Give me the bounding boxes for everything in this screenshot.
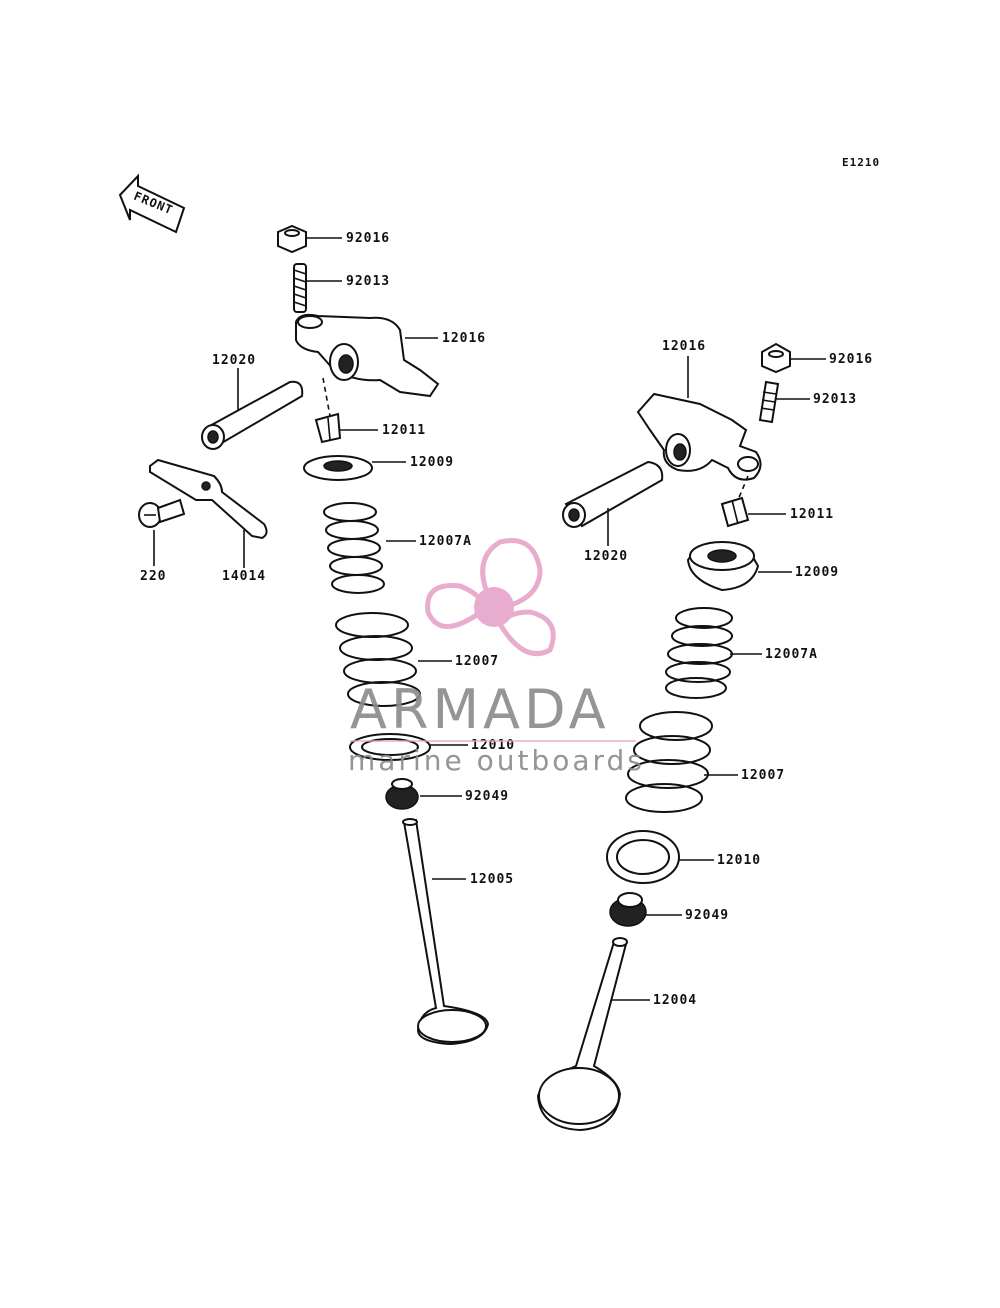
label-left-12016: 12016 bbox=[442, 331, 486, 346]
left-stud-92013 bbox=[293, 263, 307, 313]
label-right-12009: 12009 bbox=[795, 565, 839, 580]
label-left-12005: 12005 bbox=[470, 872, 514, 887]
label-left-92013: 92013 bbox=[346, 274, 390, 289]
watermark-tagline: marine outboards bbox=[348, 744, 645, 777]
left-valve-12005 bbox=[402, 818, 490, 1046]
front-arrow-icon: FRONT bbox=[118, 173, 186, 234]
label-14014: 14014 bbox=[222, 569, 266, 584]
label-right-12007: 12007 bbox=[741, 768, 785, 783]
armada-watermark: ARMADA marine outboards bbox=[348, 538, 645, 777]
label-left-12009: 12009 bbox=[410, 455, 454, 470]
label-left-12020: 12020 bbox=[212, 353, 256, 368]
left-bolt-220 bbox=[138, 498, 186, 528]
label-left-12007: 12007 bbox=[455, 654, 499, 669]
label-220: 220 bbox=[140, 569, 166, 584]
left-bracket-14014 bbox=[149, 458, 268, 540]
right-retainer-12009 bbox=[686, 541, 760, 592]
label-right-12004: 12004 bbox=[653, 993, 697, 1008]
label-left-12011: 12011 bbox=[382, 423, 426, 438]
watermark-brand: ARMADA bbox=[350, 678, 610, 741]
label-right-12011: 12011 bbox=[790, 507, 834, 522]
right-shaft-12020 bbox=[562, 460, 664, 528]
left-nut-92016 bbox=[277, 224, 307, 254]
left-inner-spring-12007A bbox=[323, 502, 385, 594]
left-shaft-12020 bbox=[201, 380, 304, 450]
right-valve-12004 bbox=[536, 937, 628, 1132]
label-right-12020: 12020 bbox=[584, 549, 628, 564]
label-right-12016: 12016 bbox=[662, 339, 706, 354]
propeller-logo-icon bbox=[425, 538, 556, 657]
right-outer-spring-12007 bbox=[625, 711, 713, 813]
right-inner-spring-12007A bbox=[665, 607, 733, 699]
label-right-92049: 92049 bbox=[685, 908, 729, 923]
right-keeper-12011 bbox=[720, 496, 750, 528]
right-stem-seal-92049 bbox=[609, 892, 647, 927]
right-nut-92016 bbox=[761, 342, 791, 374]
diagram-code: E1210 bbox=[842, 156, 880, 169]
label-right-12007A: 12007A bbox=[765, 647, 818, 662]
left-stem-seal-92049 bbox=[385, 778, 419, 810]
label-right-92016: 92016 bbox=[829, 352, 873, 367]
label-right-92013: 92013 bbox=[813, 392, 857, 407]
right-stud-92013 bbox=[758, 380, 780, 424]
right-seat-12010 bbox=[606, 830, 680, 884]
left-rocker-arm-12016 bbox=[295, 313, 440, 398]
label-left-92016: 92016 bbox=[346, 231, 390, 246]
left-retainer-12009 bbox=[303, 455, 373, 481]
right-rocker-arm-12016 bbox=[636, 392, 762, 481]
left-keeper-12011 bbox=[314, 412, 342, 444]
label-left-12007A: 12007A bbox=[419, 534, 472, 549]
label-right-12010: 12010 bbox=[717, 853, 761, 868]
left-outer-spring-12007 bbox=[335, 612, 421, 707]
label-left-92049: 92049 bbox=[465, 789, 509, 804]
